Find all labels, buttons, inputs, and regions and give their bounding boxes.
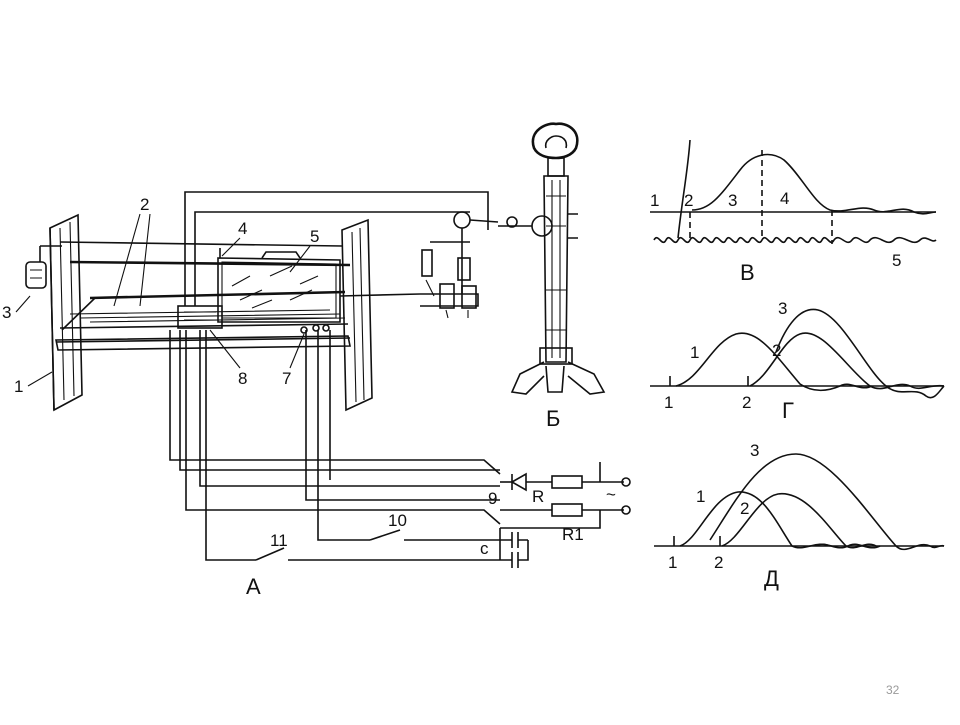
title-g: Г (782, 398, 794, 423)
contacts (300, 324, 330, 334)
label-v-4: 4 (780, 189, 789, 208)
label-g-curve-3: 3 (778, 299, 787, 318)
bottom-beam (55, 335, 351, 351)
title-v: В (740, 260, 755, 285)
label-a-5: 5 (310, 227, 319, 246)
title-b: Б (546, 406, 560, 431)
right-stand (341, 218, 373, 412)
label-g-tick-1: 1 (664, 393, 673, 412)
label-a-8: 8 (238, 369, 247, 388)
label-d-tick-1: 1 (668, 553, 677, 572)
label-d-curve-3: 3 (750, 441, 759, 460)
carriage-block (177, 305, 223, 329)
title-a: А (246, 574, 261, 599)
labels-b: Б (546, 406, 560, 431)
labels-v: 1 2 3 4 5 В (650, 189, 901, 285)
labels-d: 1 2 3 1 2 Д (668, 441, 779, 591)
label-a-c: c (480, 539, 489, 558)
label-a-9: 9 (488, 489, 497, 508)
graph-g (650, 308, 945, 399)
label-a-2: 2 (140, 195, 149, 214)
apparatus-a (25, 213, 373, 412)
label-a-11: 11 (270, 531, 288, 550)
left-stand (49, 213, 83, 412)
graph-d (654, 453, 945, 551)
label-v-5: 5 (892, 251, 901, 270)
label-v-2: 2 (684, 191, 693, 210)
label-d-curve-1: 1 (696, 487, 705, 506)
connection-wires (184, 191, 489, 306)
labels-a: 1 2 3 4 5 7 8 9 10 11 R R1 c ~ А (2, 195, 616, 599)
weight (25, 245, 62, 289)
label-v-1: 1 (650, 191, 659, 210)
label-d-tick-2: 2 (714, 553, 723, 572)
label-a-r1: R1 (562, 525, 584, 544)
label-a-7: 7 (282, 369, 291, 388)
graph-v (650, 139, 937, 244)
stand-b (498, 122, 606, 395)
circuit (169, 330, 631, 568)
page-number: 32 (886, 683, 900, 697)
label-a-10: 10 (388, 511, 407, 530)
label-a-1: 1 (14, 377, 23, 396)
label-g-curve-1: 1 (690, 343, 699, 362)
label-a-r: R (532, 487, 544, 506)
label-v-3: 3 (728, 191, 737, 210)
label-g-tick-2: 2 (742, 393, 751, 412)
mechanism (420, 211, 499, 319)
label-g-curve-2: 2 (772, 341, 781, 360)
label-a-4: 4 (238, 219, 247, 238)
label-d-curve-2: 2 (740, 499, 749, 518)
label-a-ac: ~ (606, 485, 616, 504)
label-a-3: 3 (2, 303, 11, 322)
labels-g: 1 2 3 1 2 Г (664, 299, 794, 423)
title-d: Д (764, 566, 779, 591)
